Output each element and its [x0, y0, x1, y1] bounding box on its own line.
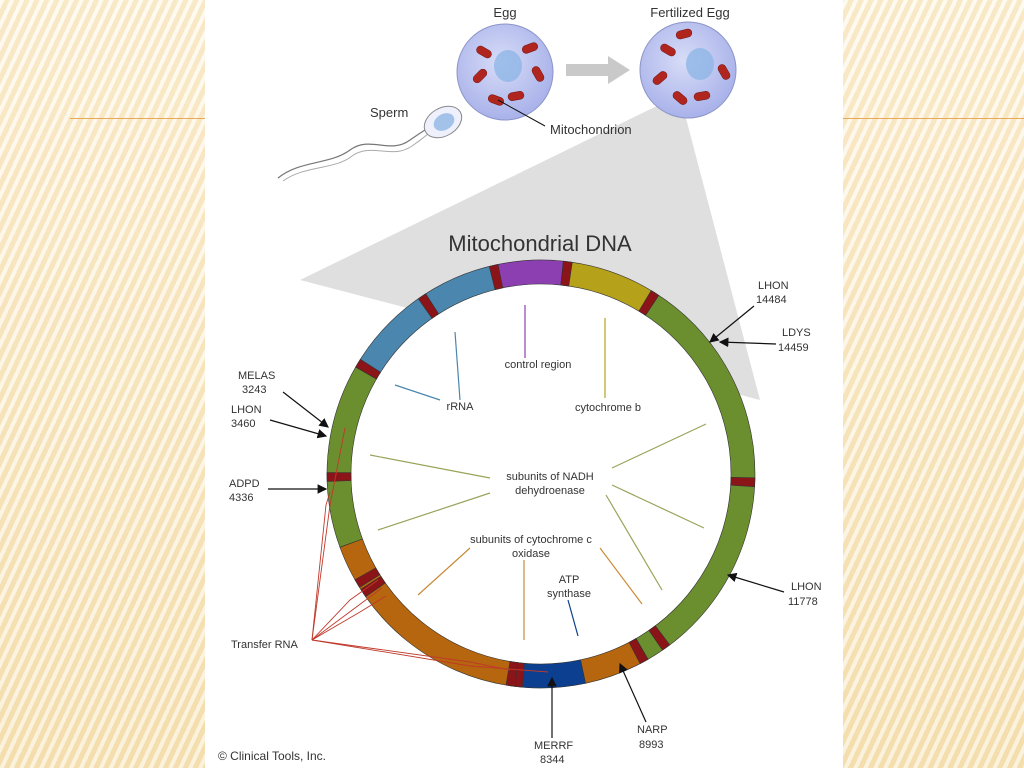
narp-position: 8993: [639, 739, 663, 751]
mutation-arrows: [268, 305, 785, 738]
fertilized-egg-cell: [639, 21, 737, 119]
ldys-position: 14459: [778, 342, 809, 354]
lhon-3460-position: 3460: [231, 418, 255, 430]
nadh-label-line2: dehydroenase: [515, 485, 585, 497]
cytochrome-b-label: cytochrome b: [575, 402, 641, 414]
region-pointer-lines: [369, 305, 707, 640]
melas-position: 3243: [242, 384, 266, 396]
lhon-14484-name: LHON: [758, 280, 789, 292]
control-region-label: control region: [505, 359, 572, 371]
ring-trna-band-10: [354, 567, 381, 588]
melas-name: MELAS: [238, 370, 275, 382]
rrna-label: rRNA: [447, 401, 475, 413]
sperm-label: Sperm: [370, 105, 408, 120]
transfer-rna-label: Transfer RNA: [231, 639, 298, 651]
trna-pointer-lines: [311, 427, 549, 673]
fertilized-egg-label: Fertilized Egg: [650, 5, 729, 20]
narp-name: NARP: [637, 724, 668, 736]
ring-trna-band-3: [638, 290, 660, 316]
ring-trna-band-2: [560, 260, 573, 287]
merrf-name: MERRF: [534, 740, 573, 752]
lhon-11778-name: LHON: [791, 581, 822, 593]
ring-trna-band-4: [730, 477, 756, 488]
ring-trna-band-13: [417, 293, 440, 319]
atp-label-line1: ATP: [559, 574, 580, 586]
merrf-position: 8344: [540, 754, 564, 766]
cox-label-line2: oxidase: [512, 548, 550, 560]
adpd-position: 4336: [229, 492, 253, 504]
copyright-notice: © Clinical Tools, Inc.: [218, 749, 326, 763]
mtdna-ring-inner-fill: [349, 276, 733, 660]
egg-label: Egg: [493, 5, 516, 20]
ring-trna-band-11: [326, 472, 352, 482]
ring-segment-control-region: [496, 259, 564, 289]
ring-trna-band-5: [648, 625, 671, 651]
lhon-11778-position: 11778: [788, 596, 818, 608]
ring-trna-band-8: [505, 661, 519, 687]
diagram-title: Mitochondrial DNA: [448, 231, 632, 256]
egg-cell: [456, 23, 554, 121]
ring-trna-band-1: [488, 264, 504, 291]
mitochondrion-pointer: [497, 99, 546, 127]
ldys-name: LDYS: [782, 327, 811, 339]
lhon-3460-name: LHON: [231, 404, 262, 416]
nadh-label-line1: subunits of NADH: [506, 471, 593, 483]
ring-trna-band-6: [628, 638, 649, 665]
mtdna-ring: [326, 259, 756, 689]
sperm-cell: [277, 105, 463, 182]
lhon-14484-position: 14484: [756, 294, 787, 306]
decor-line-right: [843, 118, 1024, 119]
atp-label-line2: synthase: [547, 588, 591, 600]
fertilize-arrow: [566, 56, 630, 84]
adpd-name: ADPD: [229, 478, 260, 490]
ring-trna-band-12: [355, 358, 381, 380]
cox-label-line1: subunits of cytochrome c: [470, 534, 592, 546]
ring-trna-band-9: [360, 575, 386, 598]
mitochondrion-label: Mitochondrion: [550, 122, 632, 137]
decor-line-left: [70, 118, 205, 119]
